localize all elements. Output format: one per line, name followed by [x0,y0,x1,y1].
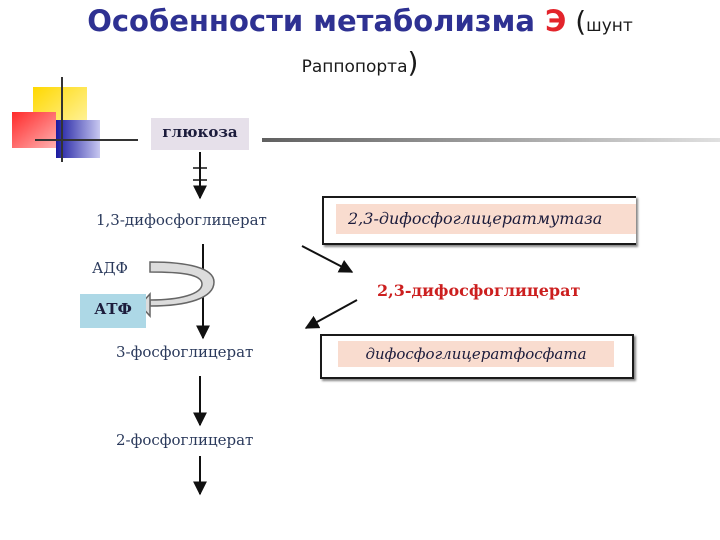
pg3-node: 3-фосфоглицерат [116,343,254,361]
title-subtitle-part1: шунт [586,16,633,36]
atp-node: АТФ [80,294,146,328]
page-title: Особенности метаболизма Э (шунт [0,4,720,38]
header-rule [262,138,720,142]
title-line-2: Раппопорта) [0,46,720,79]
title-open-paren: ( [566,5,587,38]
title-main: Особенности метаболизма [87,4,546,38]
title-highlight: Э [545,4,567,38]
title-subtitle-part2: Раппопорта [301,57,408,77]
arrow-bpg23-to-pg3 [304,299,358,329]
bpg23-node: 2,3-дифосфоглицерат [377,281,581,300]
bpg13-node: 1,3-дифосфоглицерат [96,211,267,229]
pg2-node: 2-фосфоглицерат [116,431,254,449]
enzyme-mutase-label: 2,3-дифосфоглицератмутаза [336,204,636,234]
enzyme-phosphatase-label: дифосфоглицератфосфата [338,341,614,367]
glucose-node: глюкоза [151,118,249,150]
enzyme-phosphatase-frame [320,334,634,379]
arrow-to-bpg23 [301,245,354,273]
adp-label: АДФ [92,259,129,277]
adp-atp-curved-arrow [149,261,215,307]
logo-squares-icon [12,77,138,162]
title-close-paren: ) [407,46,419,79]
enzyme-mutase-frame [322,196,636,245]
